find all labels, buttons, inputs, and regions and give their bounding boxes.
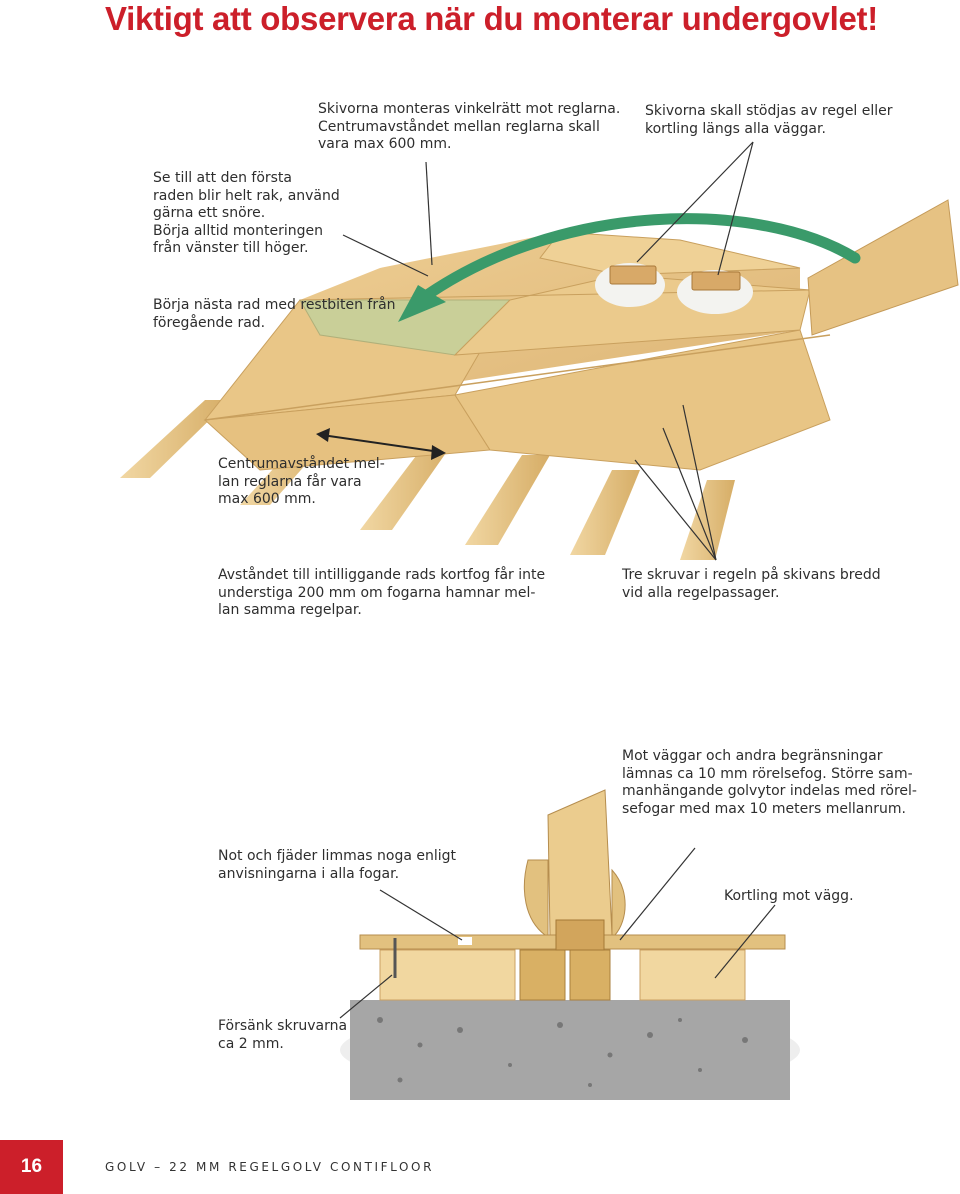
caption-nogging: Kortling mot vägg. [724, 888, 854, 904]
caption-expansion-gap: Mot väggar och andra begränsningar lämna… [622, 748, 917, 817]
caption-first-row: Se till att den första raden blir helt r… [153, 170, 340, 256]
leader-lines [342, 141, 754, 561]
caption-joist-spacing: Centrumavståndet mel- lan reglarna får v… [218, 456, 385, 507]
green-arrow [414, 213, 861, 306]
lifted-board [807, 199, 959, 336]
caption-glue-joints: Not och fjäder limmas noga enligt anvisn… [218, 848, 457, 882]
caption-three-screws: Tre skruvar i regeln på skivans bredd vi… [622, 567, 881, 601]
nogging-block-2 [691, 271, 741, 291]
caption-countersink: Försänk skruvarna ca 2 mm. [218, 1018, 348, 1052]
caption-short-joint: Avståndet till intilliggande rads kortfo… [218, 567, 546, 618]
page-title: Viktigt att observera när du monterar un… [105, 0, 878, 37]
caption-supported: Skivorna skall stödjas av regel eller ko… [645, 103, 893, 137]
footer-text: GOLV – 22 MM REGELGOLV CONTIFLOOR [105, 1160, 435, 1174]
spacing-arrow [321, 434, 441, 453]
caption-perpendicular: Skivorna monteras vinkelrätt mot reglarn… [318, 101, 621, 152]
floor-boards [203, 231, 831, 471]
caption-next-row: Börja nästa rad med restbiten från föreg… [153, 297, 396, 331]
cross-section [340, 789, 800, 1100]
page-number: 16 [0, 1140, 63, 1194]
nogging-block-1 [609, 265, 657, 285]
